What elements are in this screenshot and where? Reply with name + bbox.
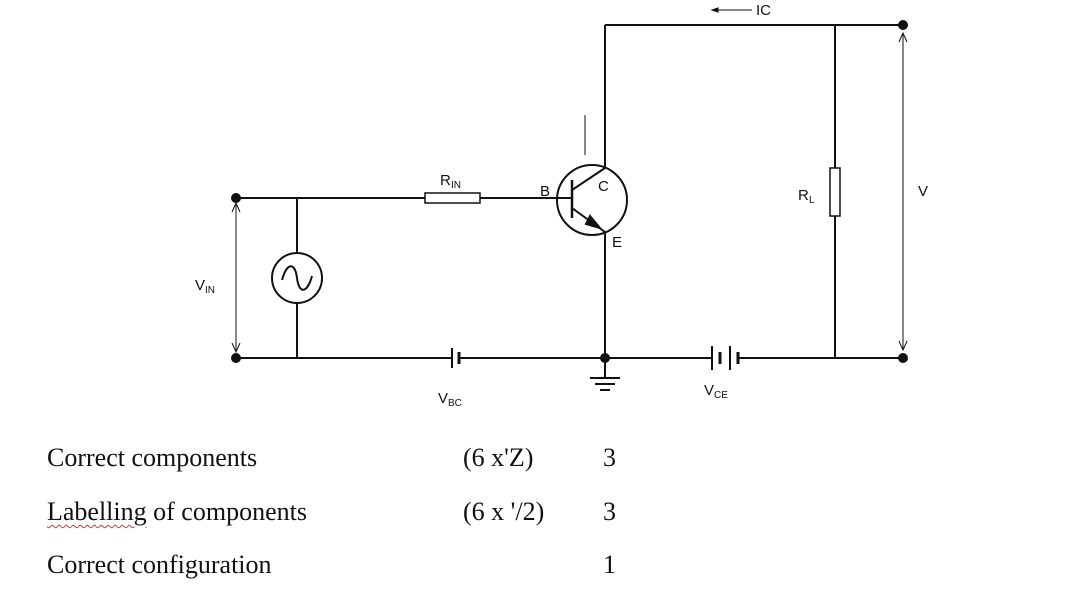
transistor-npn-icon (556, 164, 628, 236)
label-vbc-sub: BC (448, 398, 462, 409)
terminal-out-bottom (898, 353, 908, 363)
label-vce: V (704, 382, 714, 399)
label-rin: R (440, 172, 451, 189)
circuit-diagram: IC R IN B C E V IN R L V V BC V CE (195, 2, 928, 409)
resistor-rl (829, 167, 841, 217)
label-vin-sub: IN (205, 285, 215, 296)
label-rl-sub: L (809, 195, 815, 206)
marks-3: 1 (603, 550, 616, 579)
criterion-2-misspelled-word: Labelling (47, 497, 147, 526)
label-collector: C (598, 178, 609, 195)
label-rl: R (798, 187, 809, 204)
calc-2: (6 x '/2) (463, 497, 545, 526)
resistor-rin (424, 192, 481, 204)
sine-wave (281, 265, 313, 291)
label-rin-sub: IN (451, 180, 461, 191)
criterion-3: Correct configuration (47, 550, 272, 579)
label-vce-sub: CE (714, 390, 728, 401)
ground-icon (590, 358, 620, 391)
label-emitter: E (612, 234, 622, 251)
marks-1: 3 (603, 443, 616, 472)
label-vin: V (195, 277, 205, 294)
terminal-in-top (231, 193, 241, 203)
marks-2: 3 (603, 497, 616, 526)
label-vo: V (918, 183, 928, 200)
criterion-2: Labelling of components (47, 497, 307, 527)
label-ic: IC (756, 2, 771, 19)
terminal-out-top (898, 20, 908, 30)
label-base: B (540, 183, 550, 200)
criterion-2-rest: of components (146, 497, 307, 526)
label-vbc: V (438, 390, 448, 407)
criterion-1: Correct components (47, 443, 258, 472)
calc-1: (6 x'Z) (463, 443, 534, 472)
